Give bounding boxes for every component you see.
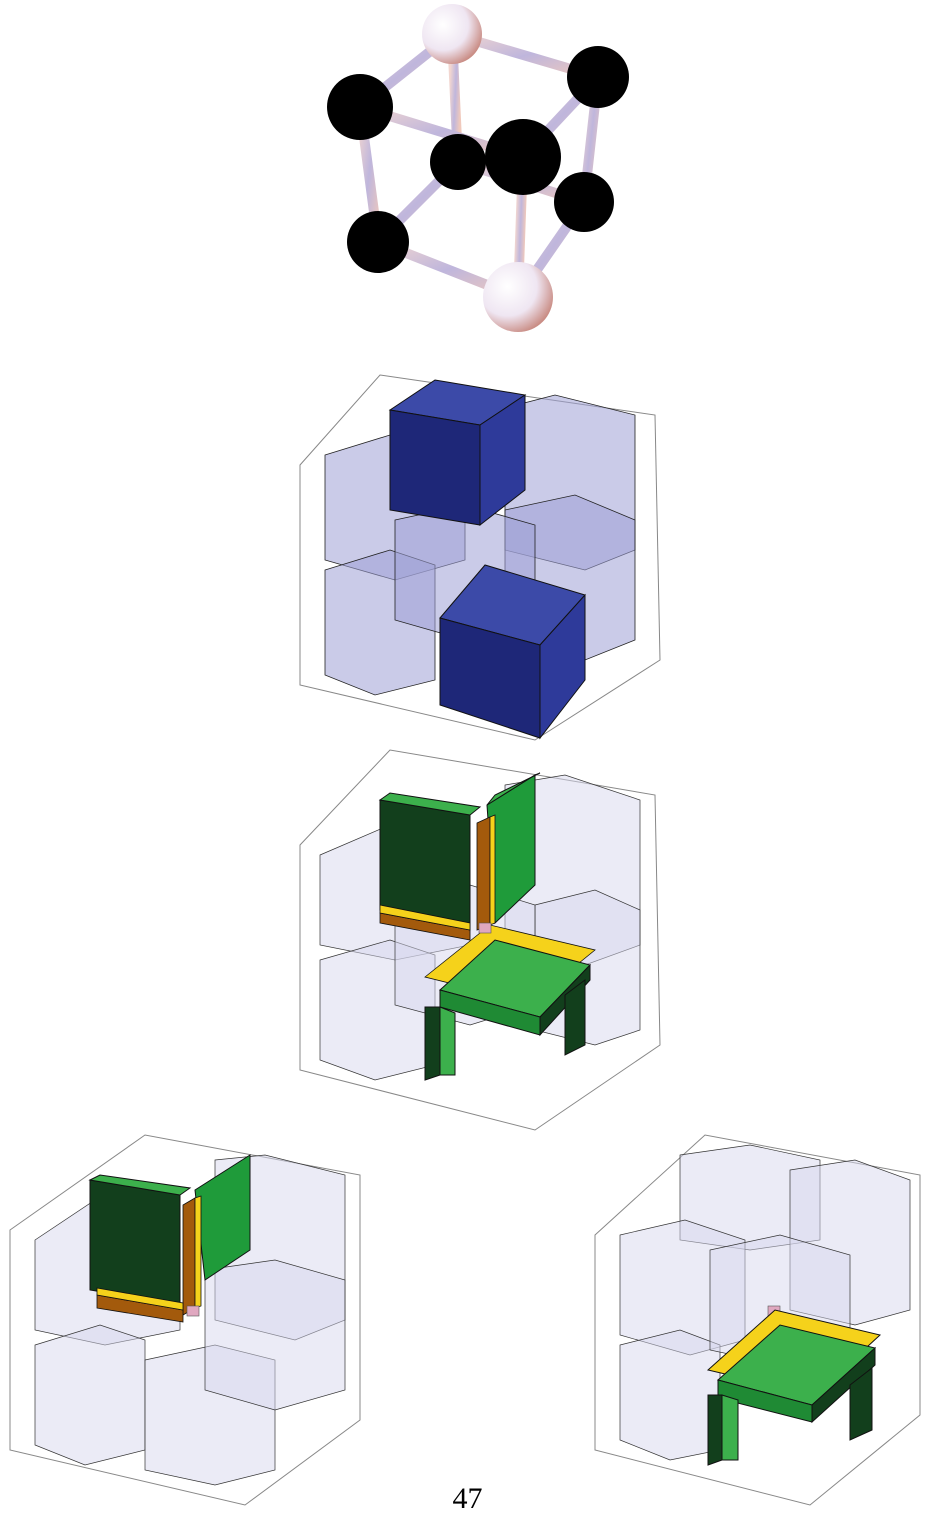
blue-cube-top xyxy=(390,380,525,525)
blue-cube-array-drawing xyxy=(295,360,665,745)
green-slab-left-drawing xyxy=(5,1130,365,1510)
cube-graph-figure xyxy=(300,0,640,340)
green-slab-drawing xyxy=(295,745,665,1135)
junction-node-left xyxy=(187,1306,199,1316)
cube-graph-drawing xyxy=(300,0,640,340)
green-slab-left-figure xyxy=(5,1130,365,1510)
green-slab-right-drawing xyxy=(590,1130,930,1510)
green-slab-right-figure xyxy=(590,1130,930,1510)
blue-cube-array-figure xyxy=(295,360,665,745)
green-slab-figure xyxy=(295,745,665,1135)
junction-node xyxy=(479,923,491,933)
